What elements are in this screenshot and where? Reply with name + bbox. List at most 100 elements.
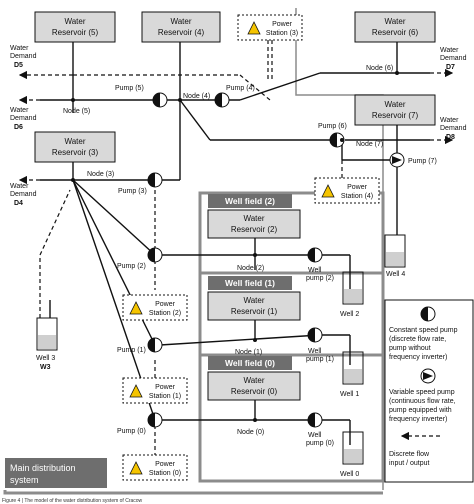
- svg-text:D8: D8: [446, 134, 455, 141]
- warning-icon: [247, 21, 261, 35]
- svg-text:Water: Water: [440, 117, 459, 124]
- main-system-boundary: [295, 8, 384, 193]
- legend-variable-pump-icon: [420, 368, 436, 384]
- reservoir-7: Water Reservoir (7): [354, 94, 436, 126]
- svg-text:Water: Water: [10, 107, 29, 114]
- svg-text:Water: Water: [64, 17, 85, 26]
- pump-3-icon: [147, 172, 163, 188]
- pump-0-icon: [147, 412, 163, 428]
- svg-text:pump without: pump without: [389, 345, 431, 352]
- pump-icons: [147, 92, 405, 428]
- svg-text:Node (6): Node (6): [366, 65, 393, 72]
- power-station-1: Power Station (1): [122, 377, 188, 404]
- svg-text:Reservoir (4): Reservoir (4): [158, 28, 205, 37]
- reservoir-0: Water Reservoir (0): [207, 371, 301, 401]
- node-dots: [71, 71, 399, 422]
- svg-text:(continuous flow rate,: (continuous flow rate,: [389, 398, 456, 405]
- svg-text:Station (0): Station (0): [149, 470, 181, 477]
- svg-text:Discrete flow: Discrete flow: [389, 451, 430, 458]
- svg-text:Well 1: Well 1: [340, 391, 359, 398]
- pump-2-icon: [147, 247, 163, 263]
- svg-text:Node (0): Node (0): [237, 429, 264, 436]
- svg-text:Well: Well: [308, 348, 322, 355]
- svg-text:Well 2: Well 2: [340, 311, 359, 318]
- svg-text:Well: Well: [308, 432, 322, 439]
- power-station-2: Power Station (2): [122, 294, 188, 321]
- main-distribution-label: Main distribution system: [5, 458, 107, 488]
- svg-text:Pump (0): Pump (0): [117, 428, 146, 435]
- svg-text:Node (5): Node (5): [63, 108, 90, 115]
- svg-text:Station (1): Station (1): [149, 393, 181, 400]
- dashed-flows: [18, 40, 454, 455]
- pump-5-icon: [152, 92, 168, 108]
- svg-text:Water: Water: [243, 214, 264, 223]
- svg-text:Pump (3): Pump (3): [118, 188, 147, 195]
- svg-text:Well 3: Well 3: [36, 355, 55, 362]
- svg-text:Reservoir (3): Reservoir (3): [52, 148, 99, 157]
- svg-text:Pump (5): Pump (5): [115, 85, 144, 92]
- svg-text:Water: Water: [243, 296, 264, 305]
- svg-text:D5: D5: [14, 62, 23, 69]
- svg-text:Station (3): Station (3): [266, 30, 298, 37]
- svg-text:Reservoir (5): Reservoir (5): [52, 28, 99, 37]
- svg-text:Node (4): Node (4): [183, 93, 210, 100]
- svg-text:Power: Power: [347, 184, 368, 191]
- svg-text:pump equipped with: pump equipped with: [389, 407, 452, 414]
- well-field-0-header: Well field (0): [208, 356, 292, 370]
- svg-text:Node (7): Node (7): [356, 141, 383, 148]
- pump-1-icon: [147, 337, 163, 353]
- svg-text:Pump (1): Pump (1): [117, 347, 146, 354]
- svg-text:Power: Power: [155, 301, 176, 308]
- svg-text:Water: Water: [243, 376, 264, 385]
- svg-text:Station (2): Station (2): [149, 310, 181, 317]
- svg-text:Water: Water: [170, 17, 191, 26]
- svg-text:Demand: Demand: [10, 53, 37, 60]
- svg-text:Demand: Demand: [10, 115, 37, 122]
- legend-constant-pump-icon: [420, 306, 436, 322]
- svg-text:Node (3): Node (3): [87, 171, 114, 178]
- svg-text:Well field (0): Well field (0): [225, 358, 275, 368]
- svg-text:Water: Water: [64, 137, 85, 146]
- svg-text:Power: Power: [155, 461, 176, 468]
- well-field-1-header: Well field (1): [208, 276, 292, 290]
- svg-text:input / output: input / output: [389, 460, 430, 467]
- well-pump-2-icon: [307, 247, 323, 263]
- svg-text:Water: Water: [384, 17, 405, 26]
- svg-text:frequency inverter): frequency inverter): [389, 416, 447, 423]
- svg-text:Node (2): Node (2): [237, 265, 264, 272]
- svg-text:Well: Well: [308, 267, 322, 274]
- svg-text:Water: Water: [384, 100, 405, 109]
- svg-text:D4: D4: [14, 200, 23, 207]
- power-station-4: Power Station (4): [314, 177, 380, 204]
- svg-text:Reservoir (6): Reservoir (6): [372, 28, 419, 37]
- svg-text:D7: D7: [446, 64, 455, 71]
- well-pump-0-icon: [307, 412, 323, 428]
- svg-text:(discrete flow rate,: (discrete flow rate,: [389, 336, 446, 343]
- reservoir-2: Water Reservoir (2): [207, 209, 301, 239]
- figure-caption: Figure 4 | The model of the water distri…: [2, 498, 143, 504]
- svg-text:Variable speed pump: Variable speed pump: [389, 389, 455, 396]
- svg-text:Node (1): Node (1): [235, 349, 262, 356]
- svg-text:Water: Water: [10, 183, 29, 190]
- svg-text:frequency inverter): frequency inverter): [389, 354, 447, 361]
- svg-text:Power: Power: [272, 21, 293, 28]
- legend: Constant speed pump (discrete flow rate,…: [384, 299, 474, 483]
- pump-6-icon: [329, 132, 345, 148]
- svg-text:Pump (6): Pump (6): [318, 123, 347, 130]
- svg-text:Water: Water: [10, 45, 29, 52]
- svg-text:Demand: Demand: [10, 191, 37, 198]
- svg-text:Well field (1): Well field (1): [225, 278, 275, 288]
- svg-text:system: system: [10, 475, 39, 485]
- power-station-0: Power Station (0): [122, 454, 188, 481]
- svg-text:pump (0): pump (0): [306, 440, 334, 447]
- main-system-outline: [3, 490, 383, 495]
- labels: Water Demand D5 Water Demand D6 Water De…: [10, 45, 467, 478]
- svg-text:Main distribution: Main distribution: [10, 463, 76, 473]
- svg-text:Station (4): Station (4): [341, 193, 373, 200]
- reservoir-1: Water Reservoir (1): [207, 291, 301, 321]
- svg-text:Well 0: Well 0: [340, 471, 359, 478]
- wells: [36, 234, 406, 465]
- well-pump-1-icon: [307, 327, 323, 343]
- svg-text:Pump (7): Pump (7): [408, 158, 437, 165]
